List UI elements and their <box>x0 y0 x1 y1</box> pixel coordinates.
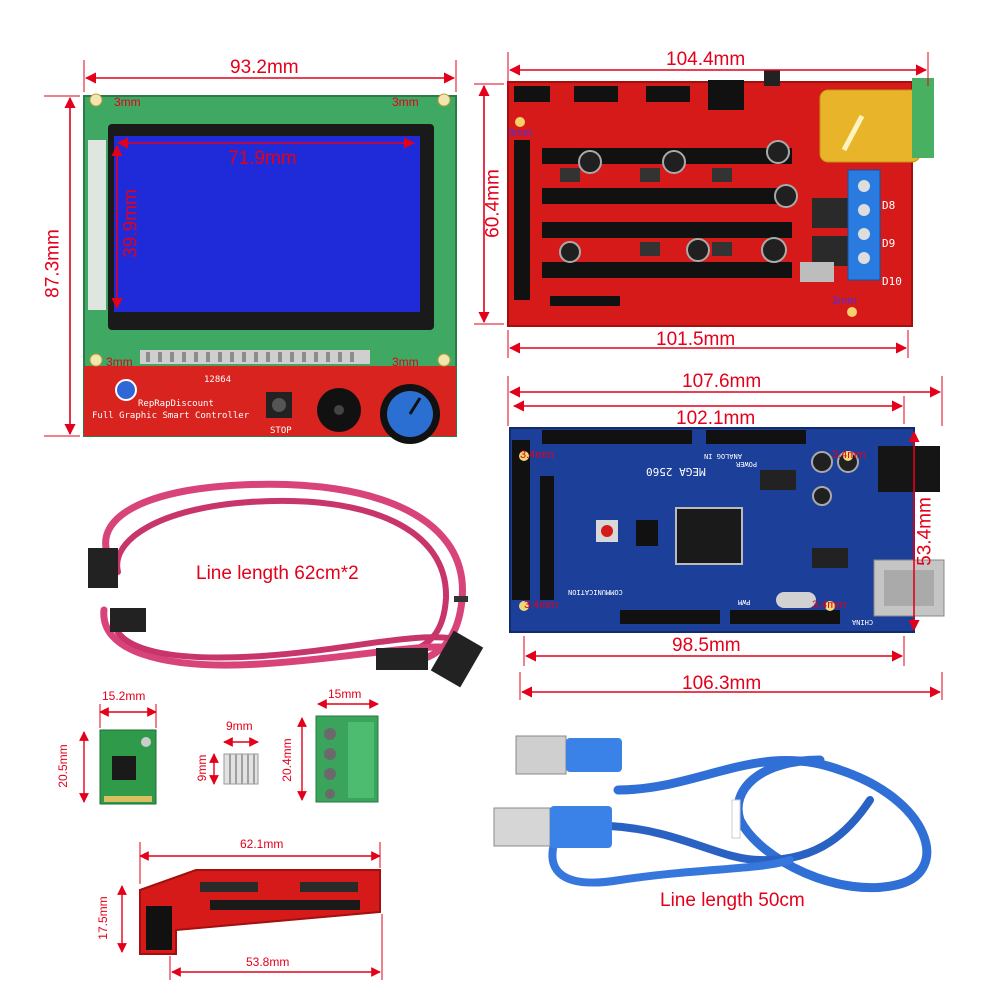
mega-hole-bottom-right: 3.4mm <box>812 599 846 611</box>
ramps-label-d8: D8 <box>882 199 896 212</box>
mega-bottom-inner-dimension: 98.5mm <box>672 635 741 656</box>
lcd-height-dimension: 87.3mm <box>42 229 64 298</box>
mega-pwm-label: PWM <box>738 598 751 606</box>
mega-outer-width-dimension: 107.6mm <box>682 371 762 392</box>
ramps-board <box>507 70 934 327</box>
adapter-board <box>139 869 381 955</box>
lcd-brand-line1: RepRapDiscount <box>138 399 214 409</box>
mega-2560-board <box>509 427 945 633</box>
ramps-hole-top-left: 3mm <box>508 127 533 139</box>
stepper-width-dimension: 15.2mm <box>102 689 146 703</box>
mega-hole-top-right: 3.4mm <box>832 449 866 461</box>
adapter-width-dimension: 62.1mm <box>240 837 284 851</box>
lcd-brand-line2: Full Graphic Smart Controller <box>92 411 250 421</box>
lcd-hole-bottom-right: 3mm <box>392 355 419 369</box>
ramps-label-d9: D9 <box>882 237 896 250</box>
terminal-block <box>315 715 379 803</box>
mega-model-label: MEGA 2560 <box>646 465 706 478</box>
usb-cable <box>493 735 932 893</box>
lcd-hole-bottom-left: 3mm <box>106 355 133 369</box>
stepper-height-dimension: 20.5mm <box>56 744 70 788</box>
mega-analog-label: ANALOG IN <box>704 452 742 460</box>
stepper-driver-board <box>99 729 157 805</box>
heatsink-width-dimension: 9mm <box>226 719 253 733</box>
adapter-bottom-dimension: 53.8mm <box>246 955 290 969</box>
mega-inner-width-dimension: 102.1mm <box>676 408 756 429</box>
mega-hole-bottom-left: 3.4mm <box>524 599 558 611</box>
ramps-height-dimension: 60.4mm <box>482 169 504 238</box>
lcd-width-dimension: 93.2mm <box>230 57 299 78</box>
mega-height-dimension: 53.4mm <box>914 497 936 566</box>
lcd-stop-label: STOP <box>270 426 292 436</box>
usb-b-plug-icon <box>515 735 567 775</box>
usb-a-plug-icon <box>493 807 551 847</box>
ramps-bottom-width-dimension: 101.5mm <box>656 329 736 350</box>
lcd-controller-board <box>83 93 457 444</box>
usb-cable-caption: Line length 50cm <box>660 890 805 911</box>
lcd-model-label: 12864 <box>204 375 232 385</box>
ramps-label-d10: D10 <box>882 275 902 288</box>
trimmer-pot-icon <box>115 379 137 401</box>
terminal-height-dimension: 20.4mm <box>280 738 294 782</box>
mega-hole-top-left: 3.4mm <box>520 449 554 461</box>
lcd-screen-height-dimension: 39.9mm <box>120 189 142 258</box>
heatsink-height-dimension: 9mm <box>195 754 209 782</box>
mega-comm-label: COMMUNICATION <box>568 588 623 596</box>
ramps-top-width-dimension: 104.4mm <box>666 49 746 70</box>
lcd-hole-top-right: 3mm <box>392 95 419 109</box>
lcd-hole-top-left: 3mm <box>114 95 141 109</box>
terminal-width-dimension: 15mm <box>328 687 362 701</box>
mega-power-label: POWER <box>736 460 758 468</box>
mega-origin-label: CHINA <box>852 618 874 626</box>
endstop-cable-caption: Line length 62cm*2 <box>196 563 359 584</box>
adapter-aux-label: AUX-4 <box>340 918 365 927</box>
mega-bottom-outer-dimension: 106.3mm <box>682 673 762 694</box>
lcd-screen-width-dimension: 71.9mm <box>228 148 297 169</box>
heatsink <box>223 753 259 785</box>
endstop-ribbon-cable <box>88 480 484 688</box>
ramps-hole-bottom-right: 3mm <box>832 295 857 307</box>
adapter-height-dimension: 17.5mm <box>96 896 110 940</box>
